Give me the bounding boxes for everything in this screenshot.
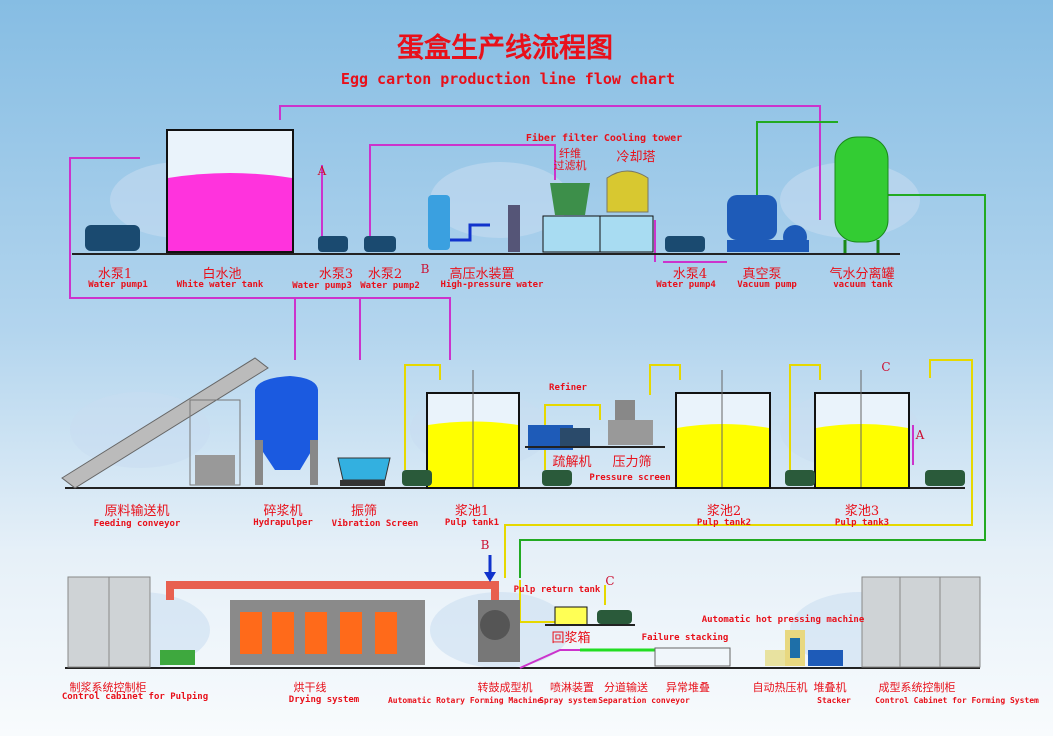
- water-pump-4[interactable]: [665, 236, 705, 252]
- label-pulping-cabinet-cn: 制浆系统控制柜: [69, 681, 147, 694]
- feeding-conveyor[interactable]: [61, 357, 269, 489]
- water-pump-1[interactable]: [85, 225, 140, 251]
- stacker[interactable]: [808, 650, 843, 666]
- label-fiber-filter-cn2: 过滤机: [553, 159, 587, 172]
- label-water-pump2-en: Water pump2: [360, 281, 420, 291]
- label-vacuum-pump-cn: 真空泵: [742, 267, 782, 282]
- label-vacuum-tank-cn: 气水分离罐: [829, 267, 895, 282]
- pulp-pumps[interactable]: [402, 470, 965, 486]
- label-forming-cabinet-cn: 成型系统控制柜: [878, 681, 956, 694]
- fiber-filter[interactable]: [542, 183, 654, 253]
- label-pulp-tank3-en: Pulp tank3: [834, 518, 890, 528]
- label-refiner-en: Refiner: [549, 383, 587, 393]
- label-white-water-tank-cn: 白水池: [202, 267, 242, 282]
- label-failure-stack-cn: 异常堆叠: [666, 681, 710, 694]
- hydrapulper[interactable]: [255, 376, 318, 485]
- vacuum-pipe: [519, 121, 986, 578]
- marker-b-top: B: [420, 262, 430, 276]
- label-hydrapulper-en: Hydrapulper: [253, 518, 313, 528]
- flow-arrows: [321, 165, 914, 605]
- label-pressure-screen-cn: 压力筛: [612, 455, 652, 470]
- label-refiner-cn: 疏解机: [552, 455, 592, 470]
- pulping-control-cabinet[interactable]: [67, 576, 151, 668]
- label-water-pump2-cn: 水泵2: [367, 267, 403, 282]
- label-spray-cn: 喷淋装置: [550, 681, 594, 694]
- marker-c-bottom: C: [605, 574, 615, 588]
- hot-pressing-machine[interactable]: [765, 630, 805, 666]
- drying-system[interactable]: [160, 581, 499, 665]
- label-feeding-conveyor-cn: 原料输送机: [104, 504, 170, 519]
- label-drying-en: Drying system: [288, 695, 360, 705]
- label-drying-cn: 烘干线: [293, 681, 327, 694]
- vacuum-tank[interactable]: [834, 136, 889, 253]
- label-pulp-tank2-cn: 浆池2: [706, 504, 742, 519]
- label-pulp-return-cn: 回浆箱: [551, 631, 591, 646]
- label-fiber-filter-en: Fiber filter: [525, 133, 599, 144]
- label-separation-en: Separation conveyor: [598, 696, 690, 705]
- label-pulp-tank1-en: Pulp tank1: [444, 518, 500, 528]
- marker-a-top: A: [317, 164, 327, 178]
- label-stacker-cn: 堆叠机: [813, 681, 847, 694]
- refiner[interactable]: [528, 425, 590, 450]
- marker-a-mid: A: [915, 428, 925, 442]
- pulp-tank-2[interactable]: [675, 370, 771, 489]
- cooling-tower[interactable]: [606, 170, 649, 213]
- pressure-screen[interactable]: [608, 400, 653, 445]
- pulp-tank-3[interactable]: [814, 370, 910, 489]
- label-pulp-tank1-cn: 浆池1: [454, 504, 490, 519]
- label-forming-cabinet-en: Control Cabinet for Forming System: [875, 696, 1039, 705]
- white-water-tank[interactable]: [166, 129, 294, 253]
- label-cooling-tower-en: Cooling tower: [603, 133, 683, 144]
- label-spray-en: Spray system: [539, 696, 597, 705]
- label-high-pressure-en: High-pressure water: [440, 280, 544, 290]
- vacuum-pump[interactable]: [727, 195, 809, 252]
- label-pulping-cabinet-en: Control cabinet for Pulping: [61, 692, 209, 702]
- marker-b-bottom: B: [480, 538, 490, 552]
- label-pulp-tank3-cn: 浆池3: [844, 504, 880, 519]
- label-white-water-tank-en: White water tank: [176, 280, 264, 290]
- forming-control-cabinet[interactable]: [861, 576, 981, 668]
- water-pump-3[interactable]: [318, 236, 348, 252]
- label-water-pump3-en: Water pump3: [292, 281, 352, 291]
- label-high-pressure-cn: 高压水装置: [449, 267, 515, 282]
- label-water-pump3-cn: 水泵3: [318, 267, 354, 282]
- rotary-forming-machine[interactable]: [478, 600, 520, 662]
- label-vibration-screen-cn: 振筛: [350, 504, 378, 519]
- label-cooling-tower-cn: 冷却塔: [616, 150, 656, 165]
- label-hydrapulper-cn: 碎浆机: [263, 504, 303, 519]
- title-en: Egg carton production line flow chart: [340, 70, 676, 88]
- label-feeding-conveyor-en: Feeding conveyor: [93, 519, 181, 529]
- water-pump-2[interactable]: [364, 236, 396, 252]
- label-vibration-screen-en: Vibration Screen: [331, 519, 419, 529]
- vibration-screen[interactable]: [337, 457, 391, 486]
- label-pulp-return-en: Pulp return tank: [513, 585, 601, 595]
- label-hot-press-cn: 自动热压机: [752, 681, 808, 694]
- label-water-pump1-en: Water pump1: [88, 280, 148, 290]
- label-stacker-en: Stacker: [817, 696, 851, 705]
- label-vacuum-tank-en: vacuum tank: [833, 280, 893, 290]
- label-pulp-tank2-en: Pulp tank2: [696, 518, 752, 528]
- label-forming-machine-en: Automatic Rotary Forming Machine: [387, 696, 543, 705]
- label-hot-press-en: Automatic hot pressing machine: [701, 615, 865, 625]
- failure-stacking-frame[interactable]: [654, 647, 731, 667]
- title-cn: 蛋盒生产线流程图: [397, 33, 613, 64]
- label-failure-stacking: Failure stacking: [641, 633, 729, 643]
- label-fiber-filter-cn1: 纤维: [559, 147, 581, 160]
- label-vacuum-pump-en: Vacuum pump: [737, 280, 797, 290]
- label-separation-cn: 分道输送: [604, 681, 648, 694]
- label-forming-machine-cn: 转鼓成型机: [477, 681, 533, 694]
- high-pressure-water-device[interactable]: [428, 195, 520, 252]
- pulp-tank-1[interactable]: [426, 370, 520, 489]
- pulp-return-tank[interactable]: [545, 606, 635, 626]
- label-water-pump1-cn: 水泵1: [97, 267, 133, 282]
- label-water-pump4-en: Water pump4: [656, 280, 716, 290]
- marker-c-mid: C: [881, 360, 891, 374]
- pulp-supply-pipe: [504, 359, 973, 578]
- label-pressure-screen-en: Pressure screen: [589, 473, 671, 483]
- label-water-pump4-cn: 水泵4: [672, 267, 708, 282]
